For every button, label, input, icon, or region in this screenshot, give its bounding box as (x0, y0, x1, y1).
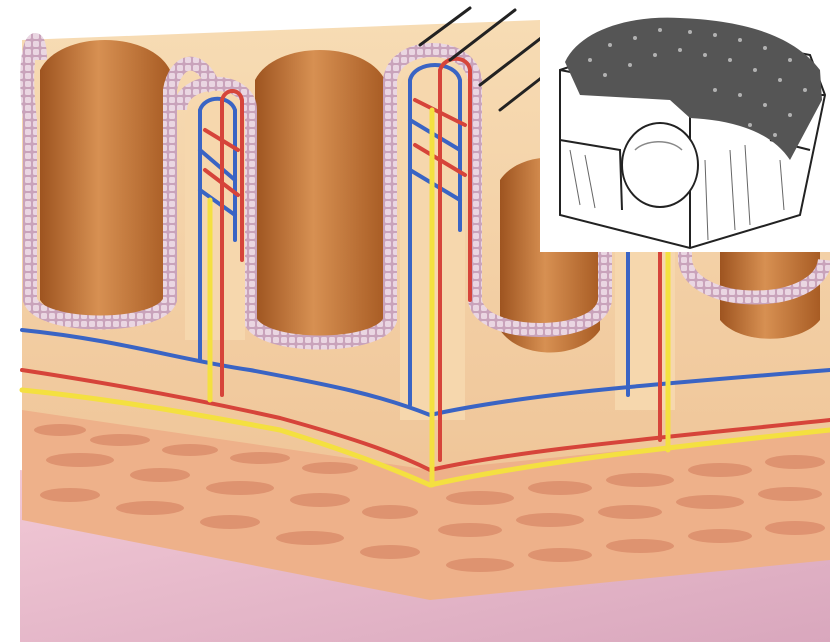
inset-sketch (540, 0, 830, 252)
inset-nodule (622, 123, 698, 207)
